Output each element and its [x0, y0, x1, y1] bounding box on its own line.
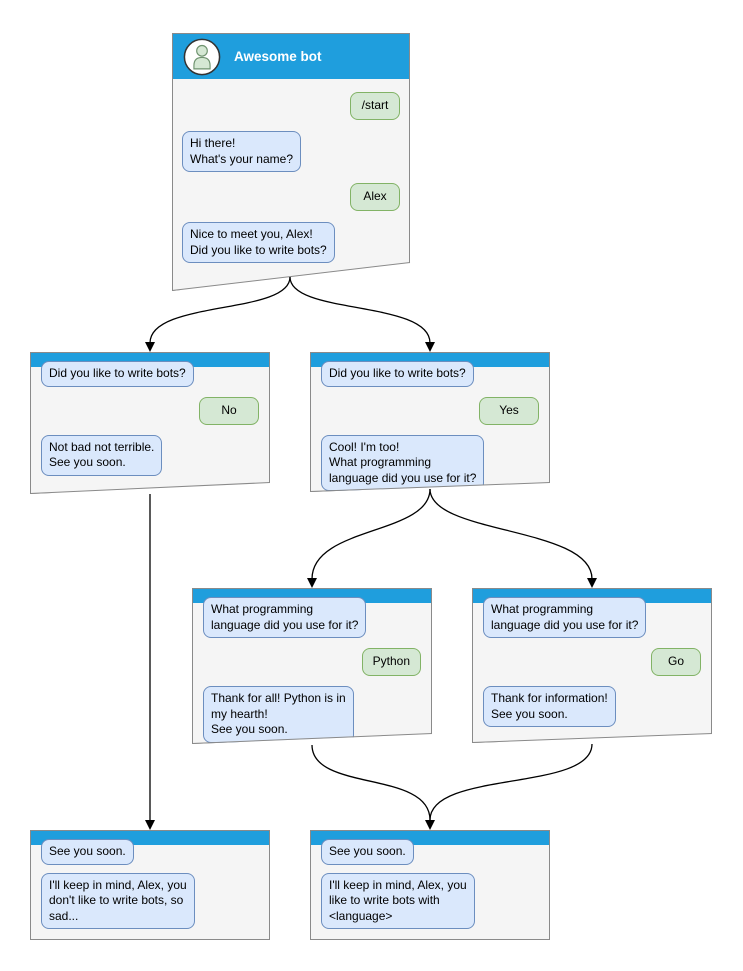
bot-message-question[interactable]: What programming language did you use fo…: [203, 597, 366, 638]
person-avatar-icon: [183, 38, 221, 76]
message-list: Did you like to write bots? No Not bad n…: [31, 353, 269, 484]
bot-message-reply[interactable]: Thank for all! Python is in my hearth! S…: [203, 686, 354, 743]
chat-window-branch-yes[interactable]: Did you like to write bots? Yes Cool! I'…: [310, 352, 550, 492]
arrowhead-python: [307, 578, 317, 588]
bot-message-question[interactable]: Did you like to write bots?: [321, 361, 474, 387]
chat-window-end-yes[interactable]: See you soon. I'll keep in mind, Alex, y…: [310, 830, 550, 940]
bot-message-reply[interactable]: Thank for information! See you soon.: [483, 686, 616, 727]
arrowhead-go: [587, 578, 597, 588]
chat-window-main[interactable]: Awesome bot /start Hi there! What's your…: [172, 33, 410, 291]
user-message-answer-yes[interactable]: Yes: [479, 397, 539, 425]
message-list: What programming language did you use fo…: [473, 589, 711, 735]
connector-python-to-end: [311, 744, 431, 821]
chat-window-branch-python[interactable]: What programming language did you use fo…: [192, 588, 432, 744]
arrowhead-no: [145, 342, 155, 352]
bot-message-summary[interactable]: I'll keep in mind, Alex, you don't like …: [41, 872, 195, 930]
bot-message-reply[interactable]: Not bad not terrible. See you soon.: [41, 435, 162, 476]
message-list: Did you like to write bots? Yes Cool! I'…: [311, 353, 549, 499]
chat-window-end-no[interactable]: See you soon. I'll keep in mind, Alex, y…: [30, 830, 270, 940]
connector-yes-to-go: [429, 488, 593, 580]
user-message-answer-no[interactable]: No: [199, 397, 259, 425]
message-list: /start Hi there! What's your name? Alex …: [173, 79, 409, 276]
message-list: See you soon. I'll keep in mind, Alex, y…: [311, 831, 549, 937]
message-list: What programming language did you use fo…: [193, 589, 431, 751]
arrowhead-yes: [425, 342, 435, 352]
user-message-name[interactable]: Alex: [350, 183, 400, 211]
user-message-answer-python[interactable]: Python: [362, 648, 421, 676]
arrowhead-end-yes: [425, 820, 435, 830]
bot-message-summary[interactable]: I'll keep in mind, Alex, you like to wri…: [321, 872, 475, 930]
user-message-answer-go[interactable]: Go: [651, 648, 701, 676]
chat-window-branch-no[interactable]: Did you like to write bots? No Not bad n…: [30, 352, 270, 494]
bot-message-question[interactable]: Nice to meet you, Alex! Did you like to …: [182, 222, 335, 263]
chat-window-title: Awesome bot: [234, 49, 322, 64]
bot-message-greeting[interactable]: Hi there! What's your name?: [182, 131, 301, 172]
connector-main-to-no: [149, 276, 291, 344]
connector-main-to-yes: [289, 276, 431, 344]
chat-window-main-header: Awesome bot: [173, 34, 409, 79]
bot-message-farewell[interactable]: See you soon.: [41, 839, 134, 865]
bot-message-farewell[interactable]: See you soon.: [321, 839, 414, 865]
chat-window-branch-go[interactable]: What programming language did you use fo…: [472, 588, 712, 743]
bot-message-question[interactable]: Did you like to write bots?: [41, 361, 194, 387]
bot-message-question[interactable]: What programming language did you use fo…: [483, 597, 646, 638]
bot-message-reply[interactable]: Cool! I'm too! What programming language…: [321, 435, 484, 492]
message-list: See you soon. I'll keep in mind, Alex, y…: [31, 831, 269, 937]
arrowhead-end-no: [145, 820, 155, 830]
connector-yes-to-python: [311, 488, 431, 580]
user-message-start[interactable]: /start: [350, 92, 400, 120]
connector-go-to-end: [429, 743, 593, 821]
